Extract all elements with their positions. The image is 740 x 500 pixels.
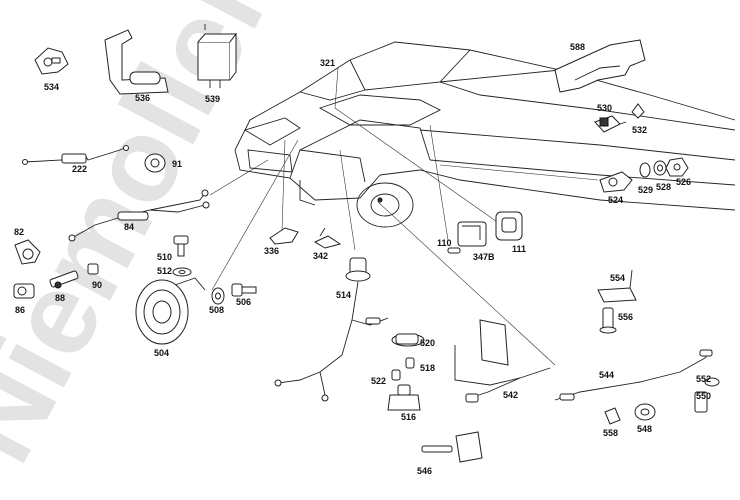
car-illustration [234,41,736,228]
label-88: 88 [55,293,65,303]
part-84 [68,189,210,242]
part-512 [172,267,192,277]
label-506: 506 [236,297,251,307]
part-542 [454,345,551,403]
label-528: 528 [656,182,671,192]
part-86 [13,283,35,299]
label-539: 539 [205,94,220,104]
label-522: 522 [371,376,386,386]
label-510: 510 [157,252,172,262]
part-532 [631,103,645,119]
part-544 [554,349,713,401]
label-520: 520 [420,338,435,348]
part-506 [231,283,257,297]
label-546: 546 [417,466,432,476]
label-542: 542 [503,390,518,400]
label-222: 222 [72,164,87,174]
part-111 [495,211,523,241]
part-90 [87,263,99,275]
label-504: 504 [154,348,169,358]
part-82 [14,239,41,265]
label-556: 556 [618,312,633,322]
part-518 [405,357,415,369]
label-90: 90 [92,280,102,290]
label-550: 550 [696,391,711,401]
part-110 [447,247,461,254]
part-554 [597,269,637,303]
label-82: 82 [14,227,24,237]
label-347B: 347B [473,252,495,262]
label-524: 524 [608,195,623,205]
part-548 [634,403,656,421]
label-111: 111 [512,244,526,254]
part-342 [313,227,342,249]
label-536: 536 [135,93,150,103]
label-526: 526 [676,177,691,187]
label-514: 514 [336,290,351,300]
part-510 [173,235,189,257]
part-536 [104,29,169,95]
part-528 [653,160,667,176]
part-91 [144,153,166,173]
label-110: 110 [437,238,452,248]
part-88 [49,270,79,289]
label-532: 532 [632,125,647,135]
label-512: 512 [157,266,172,276]
label-552: 552 [696,374,711,384]
label-544: 544 [599,370,614,380]
part-522 [391,369,401,381]
part-558 [604,407,621,425]
part-556 [599,307,617,334]
label-508: 508 [209,305,224,315]
label-84: 84 [124,222,134,232]
part-534 [34,47,69,75]
label-558: 558 [603,428,618,438]
label-588: 588 [570,42,585,52]
label-321: 321 [320,58,335,68]
part-526 [665,157,689,177]
part-539 [197,24,237,88]
part-labels: 534 536 539 321 588 530 532 222 91 524 5… [14,42,711,476]
part-530 [594,115,627,133]
part-529 [639,162,651,178]
leader-lines [209,67,599,366]
label-516: 516 [401,412,416,422]
label-554: 554 [610,273,625,283]
part-508 [211,287,225,305]
label-530: 530 [597,103,612,113]
part-550 [694,391,708,413]
part-504-horn [135,277,206,345]
part-552 [704,377,720,387]
label-86: 86 [15,305,25,315]
part-336 [269,227,299,245]
part-347B [457,221,487,247]
label-336: 336 [264,246,279,256]
part-524 [599,171,633,193]
label-529: 529 [638,185,653,195]
label-534: 534 [44,82,59,92]
label-91: 91 [172,159,182,169]
label-518: 518 [420,363,435,373]
part-546 [421,431,483,463]
part-588 [554,39,646,93]
part-222 [22,145,129,165]
label-548: 548 [637,424,652,434]
part-514 [274,257,389,402]
part-520 [391,333,425,347]
part-bracket [479,319,509,366]
label-342: 342 [313,251,328,261]
part-516 [387,384,421,411]
